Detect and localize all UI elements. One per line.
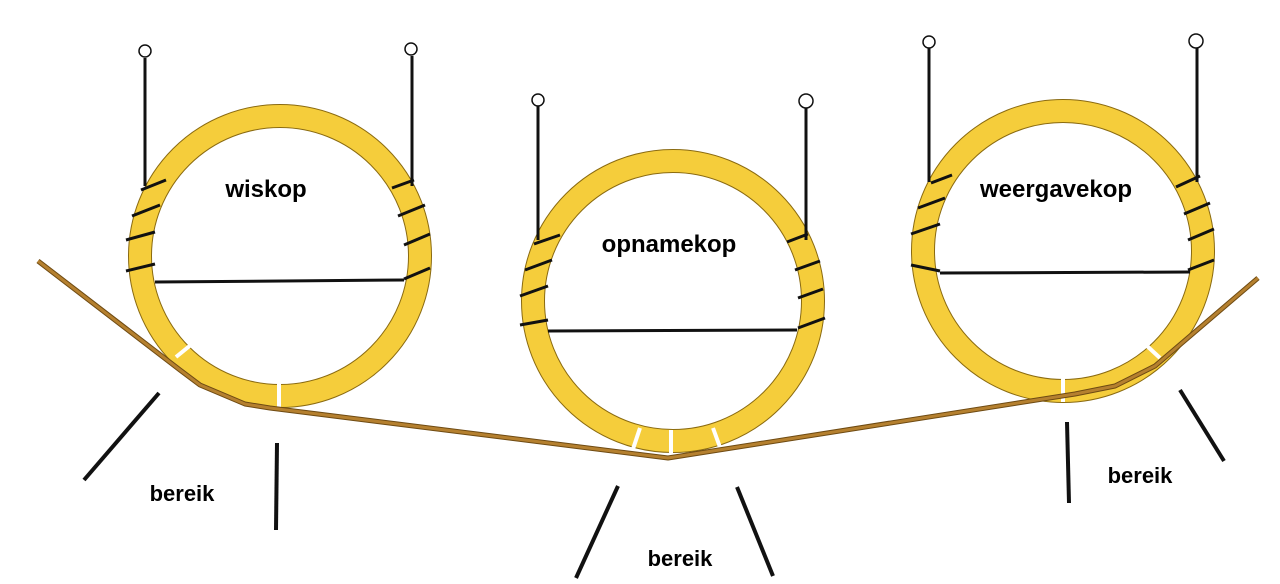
terminal-left-opnamekop <box>531 93 545 107</box>
range-marker-1 <box>82 391 279 531</box>
range-label-3: bereik <box>1108 463 1174 488</box>
range-line-right-1 <box>274 442 279 531</box>
wiring-opnamekop <box>536 105 808 333</box>
wiring-wiskop <box>143 56 414 284</box>
yoke-wiskop <box>128 104 432 411</box>
head-label-opnamekop: opnamekop <box>602 231 737 258</box>
coil-left-wiskop <box>125 178 167 273</box>
head-label-weergavekop: weergavekop <box>979 176 1132 203</box>
terminal-right-wiskop <box>404 42 418 56</box>
head-label-wiskop: wiskop <box>224 176 306 203</box>
range-line-right-3 <box>1178 388 1226 463</box>
terminal-right-opnamekop <box>798 93 814 109</box>
range-label-1: bereik <box>150 481 216 506</box>
range-label-2: bereik <box>648 546 714 571</box>
terminal-left-weergavekop <box>922 35 936 49</box>
terminal-right-weergavekop <box>1188 33 1204 49</box>
coil-right-wiskop <box>391 178 431 281</box>
aux-gap-weergavekop <box>1144 343 1162 360</box>
head-weergavekop: weergavekop <box>910 33 1215 403</box>
terminal-left-wiskop <box>138 44 152 58</box>
range-line-right-2 <box>735 486 775 577</box>
range-marker-2 <box>574 485 775 579</box>
aux-gap-wiskop <box>174 342 194 359</box>
range-marker-3 <box>1065 388 1226 504</box>
head-opnamekop: opnamekop <box>519 93 826 456</box>
coil-left-weergavekop <box>910 173 953 273</box>
wiring-weergavekop <box>927 47 1199 275</box>
magnetic-tape <box>36 259 1260 461</box>
yoke-opnamekop <box>521 149 825 456</box>
head-wiskop: wiskop <box>125 42 432 411</box>
range-line-left-3 <box>1065 421 1071 504</box>
yoke-weergavekop <box>911 99 1215 403</box>
aux-gap-right-opnamekop <box>711 427 723 451</box>
range-line-left-1 <box>82 391 161 482</box>
aux-gap-left-opnamekop <box>630 427 642 453</box>
range-line-left-2 <box>574 485 620 579</box>
coil-left-opnamekop <box>519 233 561 327</box>
